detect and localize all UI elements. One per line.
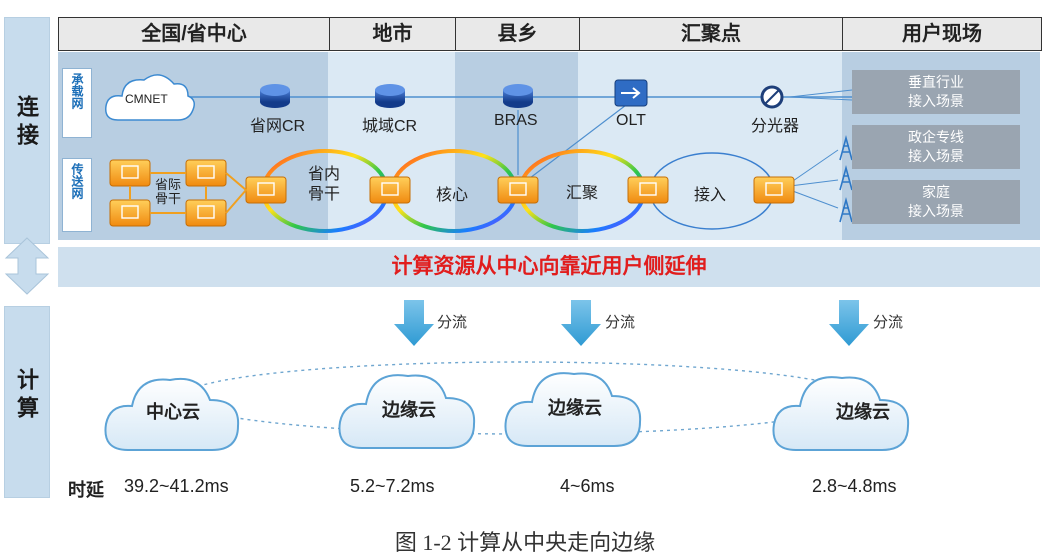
cmnet-cloud-icon (105, 74, 195, 121)
splitter-label: 分光器 (751, 118, 800, 135)
city-cr-router-icon (375, 84, 405, 108)
compute-diagram (104, 300, 910, 451)
core-label: 核心 (436, 187, 469, 204)
compute-side-label: 计算 (4, 368, 48, 424)
antenna-icon (839, 134, 853, 223)
network-diagram (105, 74, 853, 233)
prov-backbone-label: 省内骨干 (307, 166, 340, 203)
scene-line2: 接入场景 (908, 93, 964, 109)
olt-label: OLT (616, 112, 646, 129)
splitter-icon (760, 85, 784, 109)
aggregation-label: 汇聚 (566, 185, 599, 202)
latency-edge-3: 2.8~4.8ms (812, 476, 897, 496)
center-cloud-icon (104, 378, 240, 451)
transport-network-text: 传送网 (70, 163, 84, 199)
compute-text: 计算 (14, 368, 39, 424)
bras-label: BRAS (494, 112, 538, 129)
edge-cloud-3-icon (772, 376, 910, 451)
column-header-county: 县乡 (456, 18, 580, 50)
edge-cloud-label-2: 边缘云 (548, 398, 602, 418)
edge-cloud-2-icon (504, 372, 642, 447)
scene-line1: 家庭 (922, 184, 950, 200)
transport-network-label: 传送网 (62, 158, 92, 232)
offload-label-3: 分流 (873, 314, 904, 331)
access-label: 接入 (694, 187, 727, 204)
offload-label-2: 分流 (605, 314, 636, 331)
offload-arrow-icon (394, 300, 869, 346)
connect-text: 连接 (14, 95, 39, 151)
connect-side-label: 连接 (4, 95, 48, 151)
connect-side-block (4, 17, 50, 244)
bearer-network-text: 承载网 (70, 73, 84, 109)
latency-edge-1: 5.2~7.2ms (350, 476, 435, 496)
latency-label: 时延 (68, 480, 104, 500)
scene-line2: 接入场景 (908, 148, 964, 164)
city-cr-label: 城域CR (362, 118, 418, 135)
updown-arrow-icon (4, 237, 50, 295)
scene-vertical-industry: 垂直行业 接入场景 (852, 70, 1020, 114)
edge-cloud-label-3: 边缘云 (836, 402, 890, 422)
edge-cloud-1-icon (338, 374, 476, 449)
bras-router-icon (503, 84, 533, 108)
center-cloud-label: 中心云 (146, 402, 200, 422)
olt-device-icon (614, 79, 648, 107)
column-header-aggregation: 汇聚点 (580, 18, 843, 50)
figure-caption: 图 1-2 计算从中央走向边缘 (394, 530, 656, 555)
prov-cr-label: 省网CR (250, 118, 306, 135)
scene-home: 家庭 接入场景 (852, 180, 1020, 224)
prov-cr-router-icon (260, 84, 290, 108)
shade-county (455, 52, 578, 240)
latency-center: 39.2~41.2ms (124, 476, 229, 496)
column-header-city: 地市 (330, 18, 456, 50)
column-header-user-site: 用户现场 (902, 23, 982, 45)
column-header-national: 全国/省中心 (59, 18, 330, 50)
column-header-bar: 全国/省中心 地市 县乡 汇聚点 用户现场 (58, 17, 1042, 51)
compute-side-block (4, 306, 50, 498)
scene-line1: 垂直行业 (908, 74, 964, 90)
extension-banner: 计算资源从中心向靠近用户侧延伸 (58, 247, 1040, 287)
bearer-network-label: 承载网 (62, 68, 92, 138)
backbone-trunk-label: 省际骨干 (154, 177, 181, 206)
scene-enterprise-line: 政企专线 接入场景 (852, 125, 1020, 169)
scene-line2: 接入场景 (908, 203, 964, 219)
cmnet-label: CMNET (125, 92, 168, 106)
offload-label-1: 分流 (437, 314, 468, 331)
scene-line1: 政企专线 (908, 129, 964, 145)
edge-cloud-label-1: 边缘云 (382, 400, 436, 420)
latency-edge-2: 4~6ms (560, 476, 615, 496)
